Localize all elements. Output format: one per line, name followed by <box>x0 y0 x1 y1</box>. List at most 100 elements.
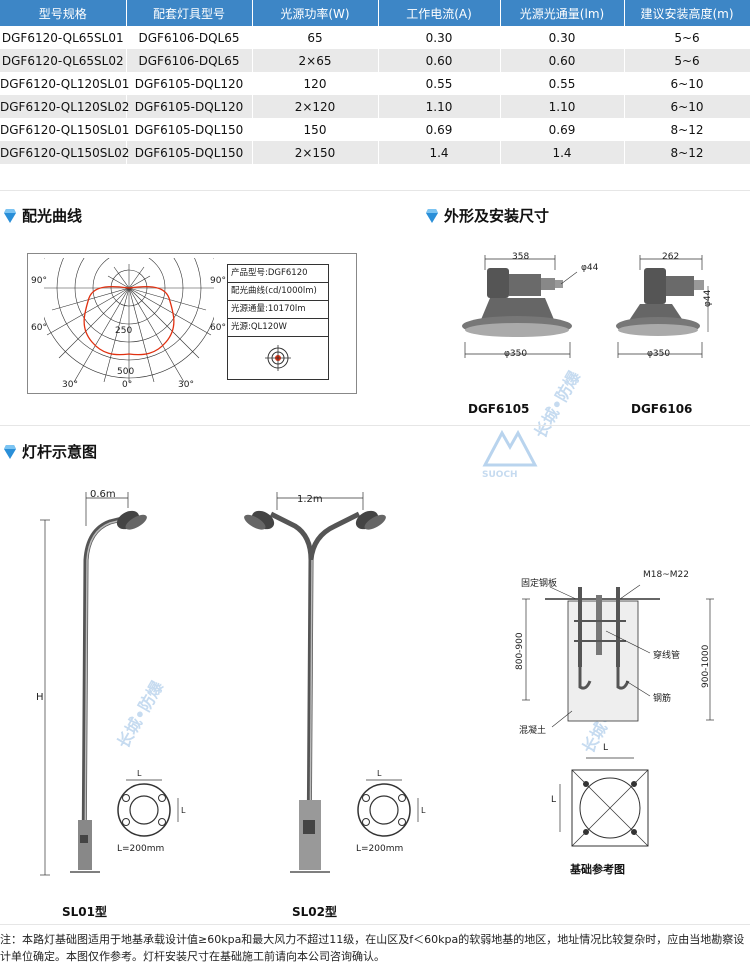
gem-icon <box>4 208 16 223</box>
foundation-dim: L <box>551 795 557 805</box>
foundation-label: 钢筋 <box>653 694 672 704</box>
table-cell: 0.60 <box>378 49 501 72</box>
table-cell: 5~6 <box>624 49 750 72</box>
table-cell: 65 <box>252 26 379 49</box>
table-cell: 2×65 <box>252 49 379 72</box>
watermark-logo <box>480 425 540 475</box>
table-header: 工作电流(A) <box>378 0 501 26</box>
height-label: H <box>36 692 44 703</box>
table-header: 型号规格 <box>0 0 127 26</box>
section-heading-dimensions: 外形及安装尺寸 <box>426 205 549 226</box>
gem-icon <box>4 444 16 459</box>
table-cell: 1.10 <box>378 95 501 118</box>
table-cell: 0.69 <box>500 118 625 141</box>
table-row: DGF6120-QL65SL01 DGF6106-DQL65 65 0.30 0… <box>0 26 750 49</box>
flange-dim: L <box>377 769 382 778</box>
table-cell: 8~12 <box>624 118 750 141</box>
section-title: 配光曲线 <box>22 207 83 225</box>
table-cell: DGF6120-QL150SL01 <box>0 118 129 141</box>
table-cell: 0.30 <box>500 26 625 49</box>
table-header: 光源光通量(lm) <box>500 0 625 26</box>
radial-label: 500 <box>117 367 135 377</box>
footnote-line: 注：本路灯基础图适用于地基承载设计值≥60kpa和最大风力不超过11级，在山区及… <box>0 933 745 946</box>
table-cell: DGF6106-DQL65 <box>126 49 253 72</box>
sl02-pole-drawing <box>244 492 386 873</box>
table-cell: 120 <box>252 72 379 95</box>
table-header: 光源功率(W) <box>252 0 379 26</box>
table-row: DGF6120-QL150SL02 DGF6105-DQL150 2×150 1… <box>0 141 750 164</box>
sl01-pole-drawing <box>40 492 147 876</box>
foundation-dim: 900-1000 <box>701 644 711 688</box>
table-cell: DGF6120-QL65SL01 <box>0 26 127 49</box>
model-caption: DGF6106 <box>631 402 693 416</box>
table-cell: 8~12 <box>624 141 750 164</box>
table-cell: DGF6120-QL120SL01 <box>0 72 129 95</box>
table-cell: DGF6105-DQL150 <box>126 141 253 164</box>
dim-label: 358 <box>512 252 530 262</box>
foundation-plan-drawing <box>559 757 649 847</box>
divider <box>0 425 750 426</box>
table-row: DGF6120-QL120SL02 DGF6105-DQL120 2×120 1… <box>0 95 750 118</box>
table-header: 配套灯具型号 <box>126 0 253 26</box>
divider <box>0 924 750 925</box>
angle-label: 60° <box>210 323 226 333</box>
foundation-dim: 800-900 <box>515 632 525 670</box>
section-heading-light-curve: 配光曲线 <box>4 205 82 226</box>
flange-dim: L <box>137 769 142 778</box>
table-cell: DGF6120-QL65SL02 <box>0 49 127 72</box>
dim-label: 262 <box>662 252 680 262</box>
table-cell: DGF6105-DQL120 <box>126 95 253 118</box>
table-cell: 1.4 <box>500 141 625 164</box>
pole-caption: SL01型 <box>62 905 107 919</box>
angle-label: 30° <box>62 380 78 390</box>
table-cell: 2×150 <box>252 141 379 164</box>
table-row: DGF6120-QL120SL01 DGF6105-DQL120 120 0.5… <box>0 72 750 95</box>
angle-label: 60° <box>31 323 47 333</box>
table-cell: DGF6120-QL120SL02 <box>0 95 129 118</box>
flange-note: L=200mm <box>117 844 165 854</box>
table-cell: 0.55 <box>378 72 501 95</box>
foundation-section-drawing <box>522 584 714 728</box>
table-row: DGF6120-QL65SL02 DGF6106-DQL65 2×65 0.60… <box>0 49 750 72</box>
foundation-label: M18~M22 <box>643 570 689 580</box>
watermark-text: SUOCH <box>482 470 518 480</box>
divider <box>0 190 750 191</box>
pole-caption: SL02型 <box>292 905 337 919</box>
flange-dim: L <box>421 806 426 815</box>
model-caption: DGF6105 <box>468 402 530 416</box>
lamp-symbol <box>228 337 328 379</box>
info-line: 产品型号:DGF6120 <box>228 265 328 283</box>
table-cell: 2×120 <box>252 95 379 118</box>
table-cell: 6~10 <box>624 72 750 95</box>
section-title: 灯杆示意图 <box>22 443 98 461</box>
dgf6105-drawing <box>462 255 578 358</box>
angle-label: 90° <box>31 276 47 286</box>
foundation-dim: L <box>603 743 609 753</box>
sl01-flange-drawing <box>117 779 179 837</box>
flange-dim: L <box>181 806 186 815</box>
table-cell: 1.4 <box>378 141 501 164</box>
table-cell: DGF6106-DQL65 <box>126 26 253 49</box>
section-title: 外形及安装尺寸 <box>444 207 550 225</box>
dim-label: φ44 <box>581 263 599 273</box>
dim-label: φ44 <box>703 289 713 307</box>
foundation-label: 混凝土 <box>519 726 547 736</box>
sl02-flange-drawing <box>357 779 419 837</box>
table-header: 建议安装高度(m) <box>624 0 750 26</box>
dim-label: φ350 <box>504 349 528 359</box>
curve-info-box: 产品型号:DGF6120 配光曲线(cd/1000lm) 光源通量:10170l… <box>227 264 329 380</box>
table-cell: DGF6105-DQL120 <box>126 72 253 95</box>
radial-label: 250 <box>115 326 133 336</box>
table-cell: DGF6105-DQL150 <box>126 118 253 141</box>
table-cell: 6~10 <box>624 95 750 118</box>
section-heading-pole: 灯杆示意图 <box>4 441 97 462</box>
table-cell: 1.10 <box>500 95 625 118</box>
angle-label: 30° <box>178 380 194 390</box>
dim-label: φ350 <box>647 349 671 359</box>
dgf6106-drawing <box>616 255 709 358</box>
polar-diagram <box>44 258 214 382</box>
arm-label: 1.2m <box>297 494 323 505</box>
footnote: 注：本路灯基础图适用于地基承载设计值≥60kpa和最大风力不超过11级，在山区及… <box>0 931 750 965</box>
flange-note: L=200mm <box>356 844 404 854</box>
foundation-caption: 基础参考图 <box>570 863 625 876</box>
